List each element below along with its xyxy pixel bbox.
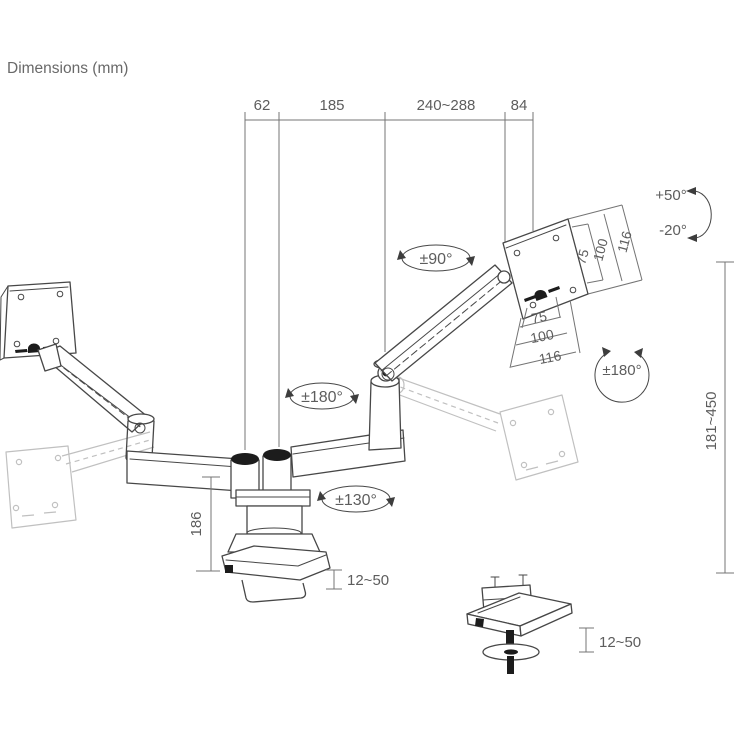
tilt-up-label: +50° (655, 187, 686, 204)
plate-latch (534, 290, 548, 301)
dim-clamp-12-50-label: 12~50 (347, 572, 389, 589)
vesa-side-100-label: 100 (590, 237, 610, 263)
dim-240-288-label: 240~288 (417, 97, 476, 114)
dim-grommet-12-50-label: 12~50 (599, 634, 641, 651)
desk-clamp-base (221, 545, 331, 603)
ghost-right-arm (388, 376, 501, 432)
right-monitor-plate (502, 218, 589, 320)
ghost-left-monitor-plate (5, 445, 77, 529)
rotation-180-right-label: ±180° (602, 362, 641, 379)
plate-slot-left (524, 295, 536, 302)
arm-swivel-indicator: ±180° (285, 382, 359, 410)
vesa-side-116-label: 116 (615, 229, 635, 254)
grommet-lock-detail (475, 618, 484, 627)
plate-latch (27, 343, 41, 353)
screen-rotation-indicator: ±180° (594, 347, 650, 403)
dim-181-450-label: 181~450 (703, 392, 720, 451)
joint-swivel-indicator: ±90° (397, 244, 475, 272)
plate-slot-right (548, 286, 560, 293)
grommet-bolt-lower (507, 656, 514, 674)
ghost-left-arm (61, 431, 155, 473)
top-dimension-chain: 62 185 240~288 84 (244, 97, 534, 450)
right-upper-arm (374, 264, 513, 382)
rotation-180-left-label: ±180° (301, 389, 343, 406)
left-arm-cap (231, 453, 259, 465)
left-lower-beam (126, 450, 241, 492)
ghost-right-monitor-plate (499, 394, 579, 481)
center-pole-assembly (227, 449, 321, 553)
clamp-thickness-dimension: 12~50 (326, 569, 389, 590)
grommet-bolt-upper (506, 630, 514, 648)
vesa-bottom-100-label: 100 (529, 326, 555, 346)
dim-185-label: 185 (319, 97, 344, 114)
dim-186-label: 186 (188, 511, 205, 536)
tilt-down-label: -20° (659, 222, 687, 239)
pole-height-dimension: 186 (188, 476, 220, 572)
vesa-bottom-75-label: 75 (530, 308, 549, 327)
right-arm-cap (263, 449, 291, 461)
dim-62-label: 62 (254, 97, 271, 114)
grommet-thickness-dimension: 12~50 (579, 627, 641, 653)
left-monitor-plate (0, 281, 77, 361)
clamp-lock-detail (225, 565, 233, 573)
rotation-90-label: ±90° (420, 251, 453, 268)
tilt-indicator: +50° -20° (655, 187, 712, 242)
height-range-dimension: 181~450 (703, 261, 734, 574)
dim-84-label: 84 (511, 97, 528, 114)
grommet-mount-detail (466, 574, 573, 674)
vesa-bottom-116-label: 116 (538, 347, 563, 367)
plate-slot-left (15, 349, 28, 353)
base-swivel-indicator: ±130° (317, 485, 395, 513)
page-title: Dimensions (mm) (7, 60, 128, 77)
vesa-dimension-grid-bottom: 75 100 116 (509, 296, 581, 369)
rotation-130-label: ±130° (335, 492, 377, 509)
